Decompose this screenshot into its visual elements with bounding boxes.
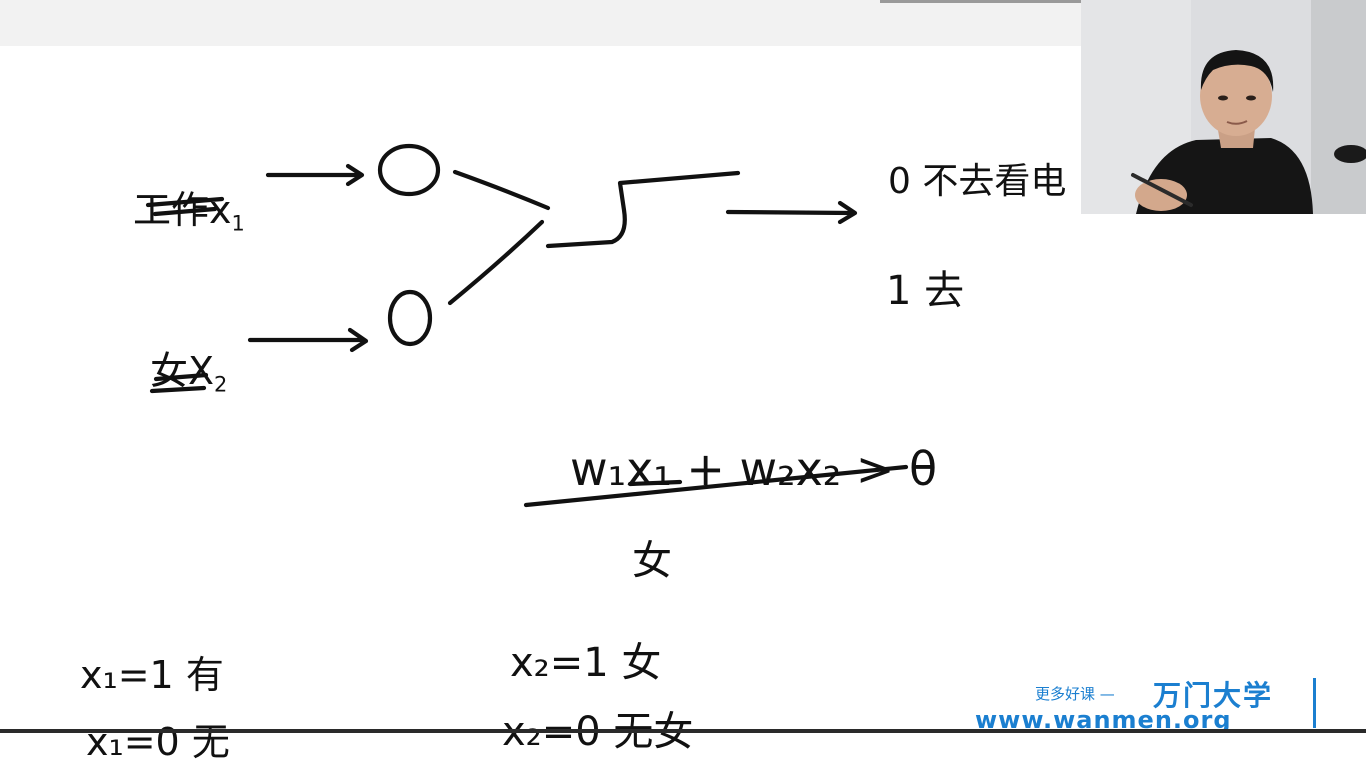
underline-x2-b bbox=[149, 385, 207, 394]
formula-x1-underline bbox=[627, 479, 683, 487]
input-x2-text: 女X bbox=[150, 349, 215, 393]
arrow-x1 bbox=[265, 163, 365, 187]
input-x2-label: 女X2 bbox=[150, 352, 227, 395]
output-arrow bbox=[725, 200, 858, 225]
connection-1 bbox=[452, 169, 551, 211]
formula-expression: w₁x₁ + w₂x₂ > θ bbox=[570, 442, 938, 496]
neuron-1 bbox=[377, 143, 441, 197]
bottom-border bbox=[0, 729, 1366, 733]
formula-divider bbox=[523, 464, 909, 508]
underline-x1-b bbox=[152, 206, 218, 217]
input-x1-text: 工作x bbox=[133, 188, 232, 232]
connection-2 bbox=[447, 219, 545, 306]
wanmen-logo: 更多好课 — 万门大学 www.wanmen.org bbox=[975, 672, 1320, 734]
definition-x2-eq-1: x₂=1 女 bbox=[510, 640, 662, 686]
output-zero-label: 0 不去看电 bbox=[888, 161, 1067, 202]
logo-divider bbox=[1313, 678, 1316, 728]
logo-slogan: 更多好课 — bbox=[1035, 685, 1115, 703]
webcam-overlay bbox=[1081, 0, 1366, 214]
step-function bbox=[545, 170, 741, 249]
top-bar-edge bbox=[880, 0, 1170, 3]
input-x1-label: 工作x1 bbox=[133, 191, 245, 234]
input-x2-subscript: 2 bbox=[214, 372, 228, 397]
logo-brand: 万门大学 bbox=[1153, 679, 1274, 712]
underline-x1-a bbox=[145, 196, 225, 208]
neuron-2 bbox=[387, 289, 433, 347]
whiteboard-drawing bbox=[145, 143, 909, 508]
arrow-x2 bbox=[247, 327, 369, 353]
input-x1-subscript: 1 bbox=[231, 211, 245, 236]
presenter-video bbox=[1081, 0, 1366, 214]
formula-under-label: 女 bbox=[632, 538, 672, 584]
definition-x1-eq-1: x₁=1 有 bbox=[80, 653, 224, 697]
output-one-label: 1 去 bbox=[886, 268, 965, 314]
underline-x2-a bbox=[153, 372, 209, 382]
